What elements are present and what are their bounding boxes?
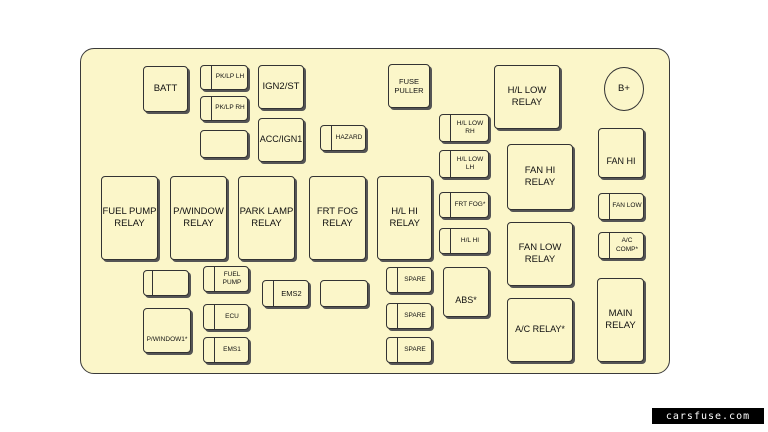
b-plus-terminal: B+ [604,67,644,111]
pk-lp-rh-fuse: PK/LP RH [200,96,248,121]
fuel-pump-relay-label: FUEL PUMP RELAY [102,206,157,229]
blank-fuse-top [200,130,248,158]
fan-hi-fuse: FAN HI [598,128,644,178]
frt-fog-relay: FRT FOG RELAY [309,176,366,260]
main-relay-label: MAIN RELAY [605,308,636,331]
park-lamp-relay-label: PARK LAMP RELAY [239,206,294,229]
hl-hi-fuse: H/L HI [439,228,489,254]
spare-fuse-2: SPARE [386,303,432,329]
hl-low-lh-fuse: H/L LOW LH [439,150,489,178]
ac-relay-label: A/C RELAY* [515,324,565,335]
fan-low-relay: FAN LOW RELAY [507,222,573,286]
hl-hi-relay-label: H/L HI RELAY [389,206,420,229]
hl-low-relay-label: H/L LOW RELAY [507,85,547,108]
fan-low-relay-label: FAN LOW RELAY [518,242,562,265]
ems1-label: EMS1 [223,345,241,353]
hl-low-rh-label: H/L LOW RH [456,119,484,135]
abs-label: ABS* [455,294,477,305]
hl-low-rh-fuse: H/L LOW RH [439,114,489,142]
hl-low-lh-label: H/L LOW LH [456,155,484,171]
p-window-relay-label: P/WINDOW RELAY [173,206,224,229]
ems2-label: EMS2 [281,288,302,298]
frt-fog-fuse-label: FRT FOG* [454,200,486,208]
fuse-puller-label: FUSE PULLER [394,76,424,95]
spare-2-label: SPARE [404,311,426,319]
fan-low-label: FAN LOW [612,202,642,210]
fuel-pump-relay: FUEL PUMP RELAY [101,176,158,260]
ac-comp-fuse: A/C COMP* [598,232,644,259]
ac-comp-label: A/C COMP* [615,237,639,253]
pk-lp-lh-fuse: PK/LP LH [200,65,248,90]
p-window-fuse: P/WINDOW1* [143,308,191,353]
frt-fog-relay-label: FRT FOG RELAY [316,206,359,229]
blank-fuse-bottom-left [143,270,189,296]
batt-label: BATT [153,83,178,95]
ign2-st-fuse: IGN2/ST [258,65,304,109]
fan-low-fuse: FAN LOW [598,193,644,220]
spare-fuse-3: SPARE [386,337,432,363]
fuel-pump-label: FUEL PUMP [222,270,242,286]
abs-fuse: ABS* [443,267,489,317]
main-relay: MAIN RELAY [597,278,644,362]
acc-ign1-label: ACC/IGN1 [259,134,303,145]
ems2-fuse: EMS2 [262,280,309,307]
pk-lp-lh-label: PK/LP LH [215,73,245,81]
ecu-label: ECU [225,312,239,320]
spare-fuse-1: SPARE [386,267,432,293]
park-lamp-relay: PARK LAMP RELAY [238,176,295,260]
ems1-fuse: EMS1 [203,337,249,363]
hl-hi-relay: H/L HI RELAY [377,176,432,260]
blank-fuse-middle [320,280,368,307]
hazard-fuse: HAZARD [320,125,366,151]
spare-3-label: SPARE [404,345,426,353]
spare-1-label: SPARE [404,275,426,283]
site-watermark: carsfuse.com [652,408,764,424]
fan-hi-relay-label: FAN HI RELAY [524,165,556,188]
p-window-star-label: P/WINDOW1* [146,335,188,343]
ign2-st-label: IGN2/ST [262,81,300,93]
acc-ign1-fuse: ACC/IGN1 [258,118,304,162]
fan-hi-relay: FAN HI RELAY [507,144,573,210]
b-plus-label: B+ [618,83,630,95]
fuel-pump-fuse: FUEL PUMP [203,266,249,292]
fan-hi-label: FAN HI [606,155,636,166]
hl-hi-fuse-label: H/L HI [460,236,480,244]
fuse-puller: FUSE PULLER [388,64,430,108]
ac-relay: A/C RELAY* [507,298,573,362]
frt-fog-fuse: FRT FOG* [439,192,489,218]
batt-fuse: BATT [143,66,188,112]
hazard-label: HAZARD [335,133,363,141]
pk-lp-rh-label: PK/LP RH [215,104,245,112]
p-window-relay: P/WINDOW RELAY [170,176,227,260]
hl-low-relay: H/L LOW RELAY [494,65,560,129]
ecu-fuse: ECU [203,304,249,330]
